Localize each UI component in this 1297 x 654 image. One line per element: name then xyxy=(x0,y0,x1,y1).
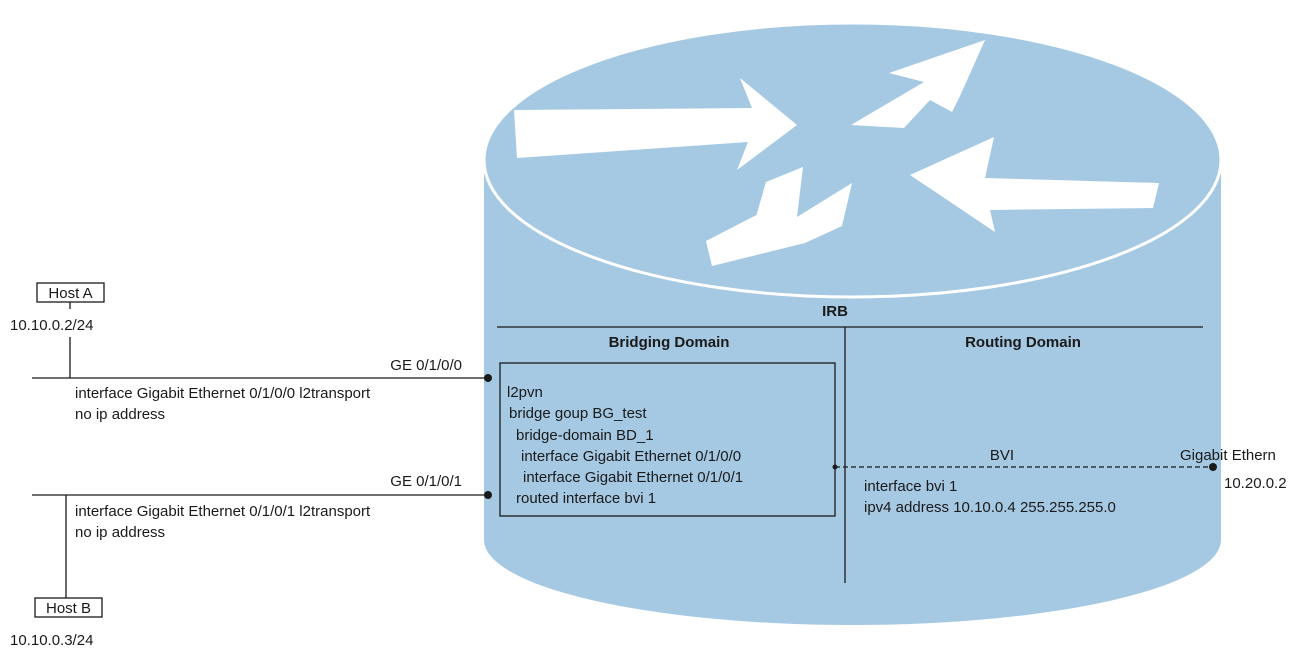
arrow-left-icon xyxy=(910,137,1159,232)
top-port-dot xyxy=(484,374,492,382)
bridging-config-line: routed interface bvi 1 xyxy=(516,490,656,507)
bridging-config-box xyxy=(499,362,836,517)
host-a-ip: 10.10.0.2/24 xyxy=(10,317,93,334)
bottom-link-config: interface Gigabit Ethernet 0/1/0/1 l2tra… xyxy=(75,503,371,520)
bridging-config-line: bridge goup BG_test xyxy=(509,405,647,422)
top-port-label: GE 0/1/0/0 xyxy=(390,357,462,374)
bottom-port-dot xyxy=(484,491,492,499)
routing-config-line: ipv4 address 10.10.0.4 255.255.255.0 xyxy=(864,499,1116,516)
uplink-ip-label: 10.20.0.2 xyxy=(1224,475,1287,492)
irb-label: IRB xyxy=(822,303,848,320)
bridging-config-line: interface Gigabit Ethernet 0/1/0/0 xyxy=(521,448,741,465)
uplink-interface-label: Gigabit Ethern xyxy=(1180,447,1276,464)
bridging-domain-title: Bridging Domain xyxy=(609,334,730,351)
bottom-port-label: GE 0/1/0/1 xyxy=(390,473,462,490)
routing-domain-title: Routing Domain xyxy=(965,334,1081,351)
host-b-name: Host B xyxy=(46,600,91,617)
top-link-config: interface Gigabit Ethernet 0/1/0/0 l2tra… xyxy=(75,385,371,402)
routing-config-line: interface bvi 1 xyxy=(864,478,957,495)
arrow-down-left-icon xyxy=(706,167,852,266)
top-link-config: no ip address xyxy=(75,406,165,423)
bridging-config-line: interface Gigabit Ethernet 0/1/0/1 xyxy=(523,469,743,486)
host-a-name: Host A xyxy=(48,285,92,302)
bridging-config-line: l2pvn xyxy=(507,384,543,401)
router-bottom xyxy=(484,455,1221,625)
router-arrows xyxy=(514,40,1159,266)
router-top xyxy=(482,21,1223,299)
host-b-box xyxy=(34,597,103,618)
bvi-port-dot xyxy=(832,464,838,470)
host-b-ip: 10.10.0.3/24 xyxy=(10,632,93,649)
host-a: Host A 10.10.0.2/24 xyxy=(10,282,105,378)
bvi-label: BVI xyxy=(990,447,1014,464)
router-cylinder xyxy=(482,21,1223,625)
host-b: Host B 10.10.0.3/24 xyxy=(10,495,103,649)
uplink-port-dot xyxy=(1209,463,1217,471)
bridging-config-line: bridge-domain BD_1 xyxy=(516,427,654,444)
arrow-right-icon xyxy=(514,78,797,170)
bottom-link-config: no ip address xyxy=(75,524,165,541)
arrow-up-right-icon xyxy=(851,40,985,128)
